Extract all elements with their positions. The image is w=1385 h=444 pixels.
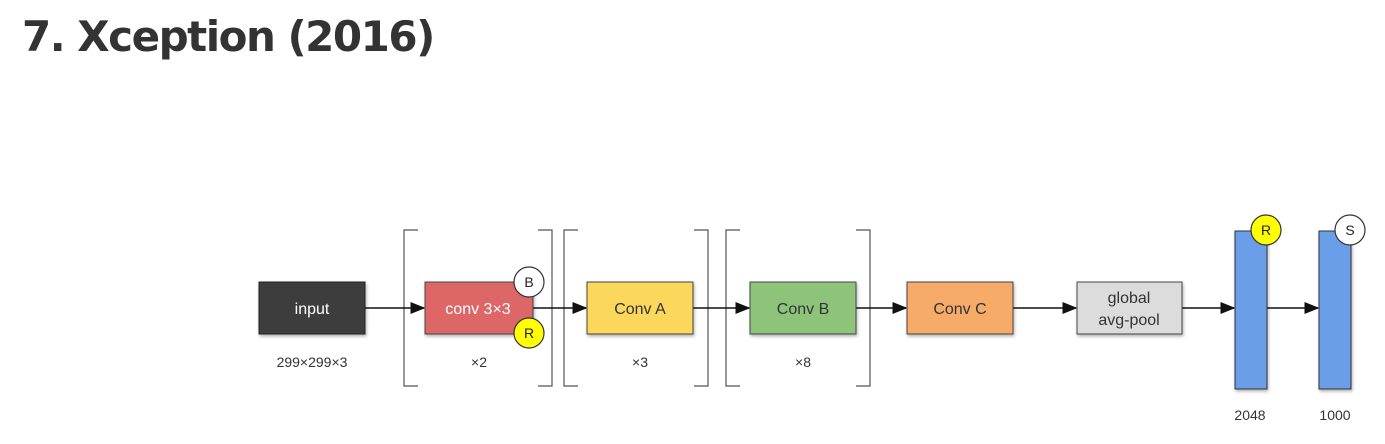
page-title: 7. Xception (2016)	[22, 12, 435, 61]
conv3x3-repeat-label: ×2	[471, 354, 487, 370]
input-size-label: 299×299×3	[277, 354, 348, 370]
input-block-label: input	[295, 301, 330, 318]
global-avg-pool-label-line1: global	[1108, 290, 1151, 307]
global-avg-pool-label-line2: avg-pool	[1098, 312, 1159, 329]
fc-2048-size-label: 2048	[1234, 407, 1265, 423]
fc-1000-block	[1318, 230, 1352, 390]
batchnorm-badge-letter: B	[524, 274, 533, 290]
batchnorm-badge-circle	[513, 266, 545, 298]
conv-a-block-label: Conv A	[614, 301, 666, 318]
conv-a-block	[586, 281, 694, 335]
conv-a-repeat-label: ×3	[632, 354, 648, 370]
conv-b-block	[749, 281, 857, 335]
softmax-badge-letter: S	[1345, 222, 1354, 238]
global-avg-pool-block	[1076, 281, 1183, 335]
conv3x3-block-label: conv 3×3	[445, 301, 510, 318]
relu-badge-conv3x3-letter: R	[524, 325, 534, 341]
softmax-badge-circle	[1334, 214, 1366, 246]
conv-b-block-label: Conv B	[777, 301, 829, 318]
conv-c-block-label: Conv C	[933, 301, 986, 318]
relu-badge-fc-circle	[1250, 214, 1282, 246]
fc-2048-block	[1234, 230, 1268, 390]
conv-c-block	[906, 281, 1014, 335]
relu-badge-conv3x3-circle	[513, 317, 545, 349]
input-block	[258, 281, 366, 335]
conv3x3-block	[424, 281, 534, 335]
conv-b-repeat-label: ×8	[795, 354, 811, 370]
fc-1000-size-label: 1000	[1319, 407, 1350, 423]
relu-badge-fc-letter: R	[1261, 222, 1271, 238]
